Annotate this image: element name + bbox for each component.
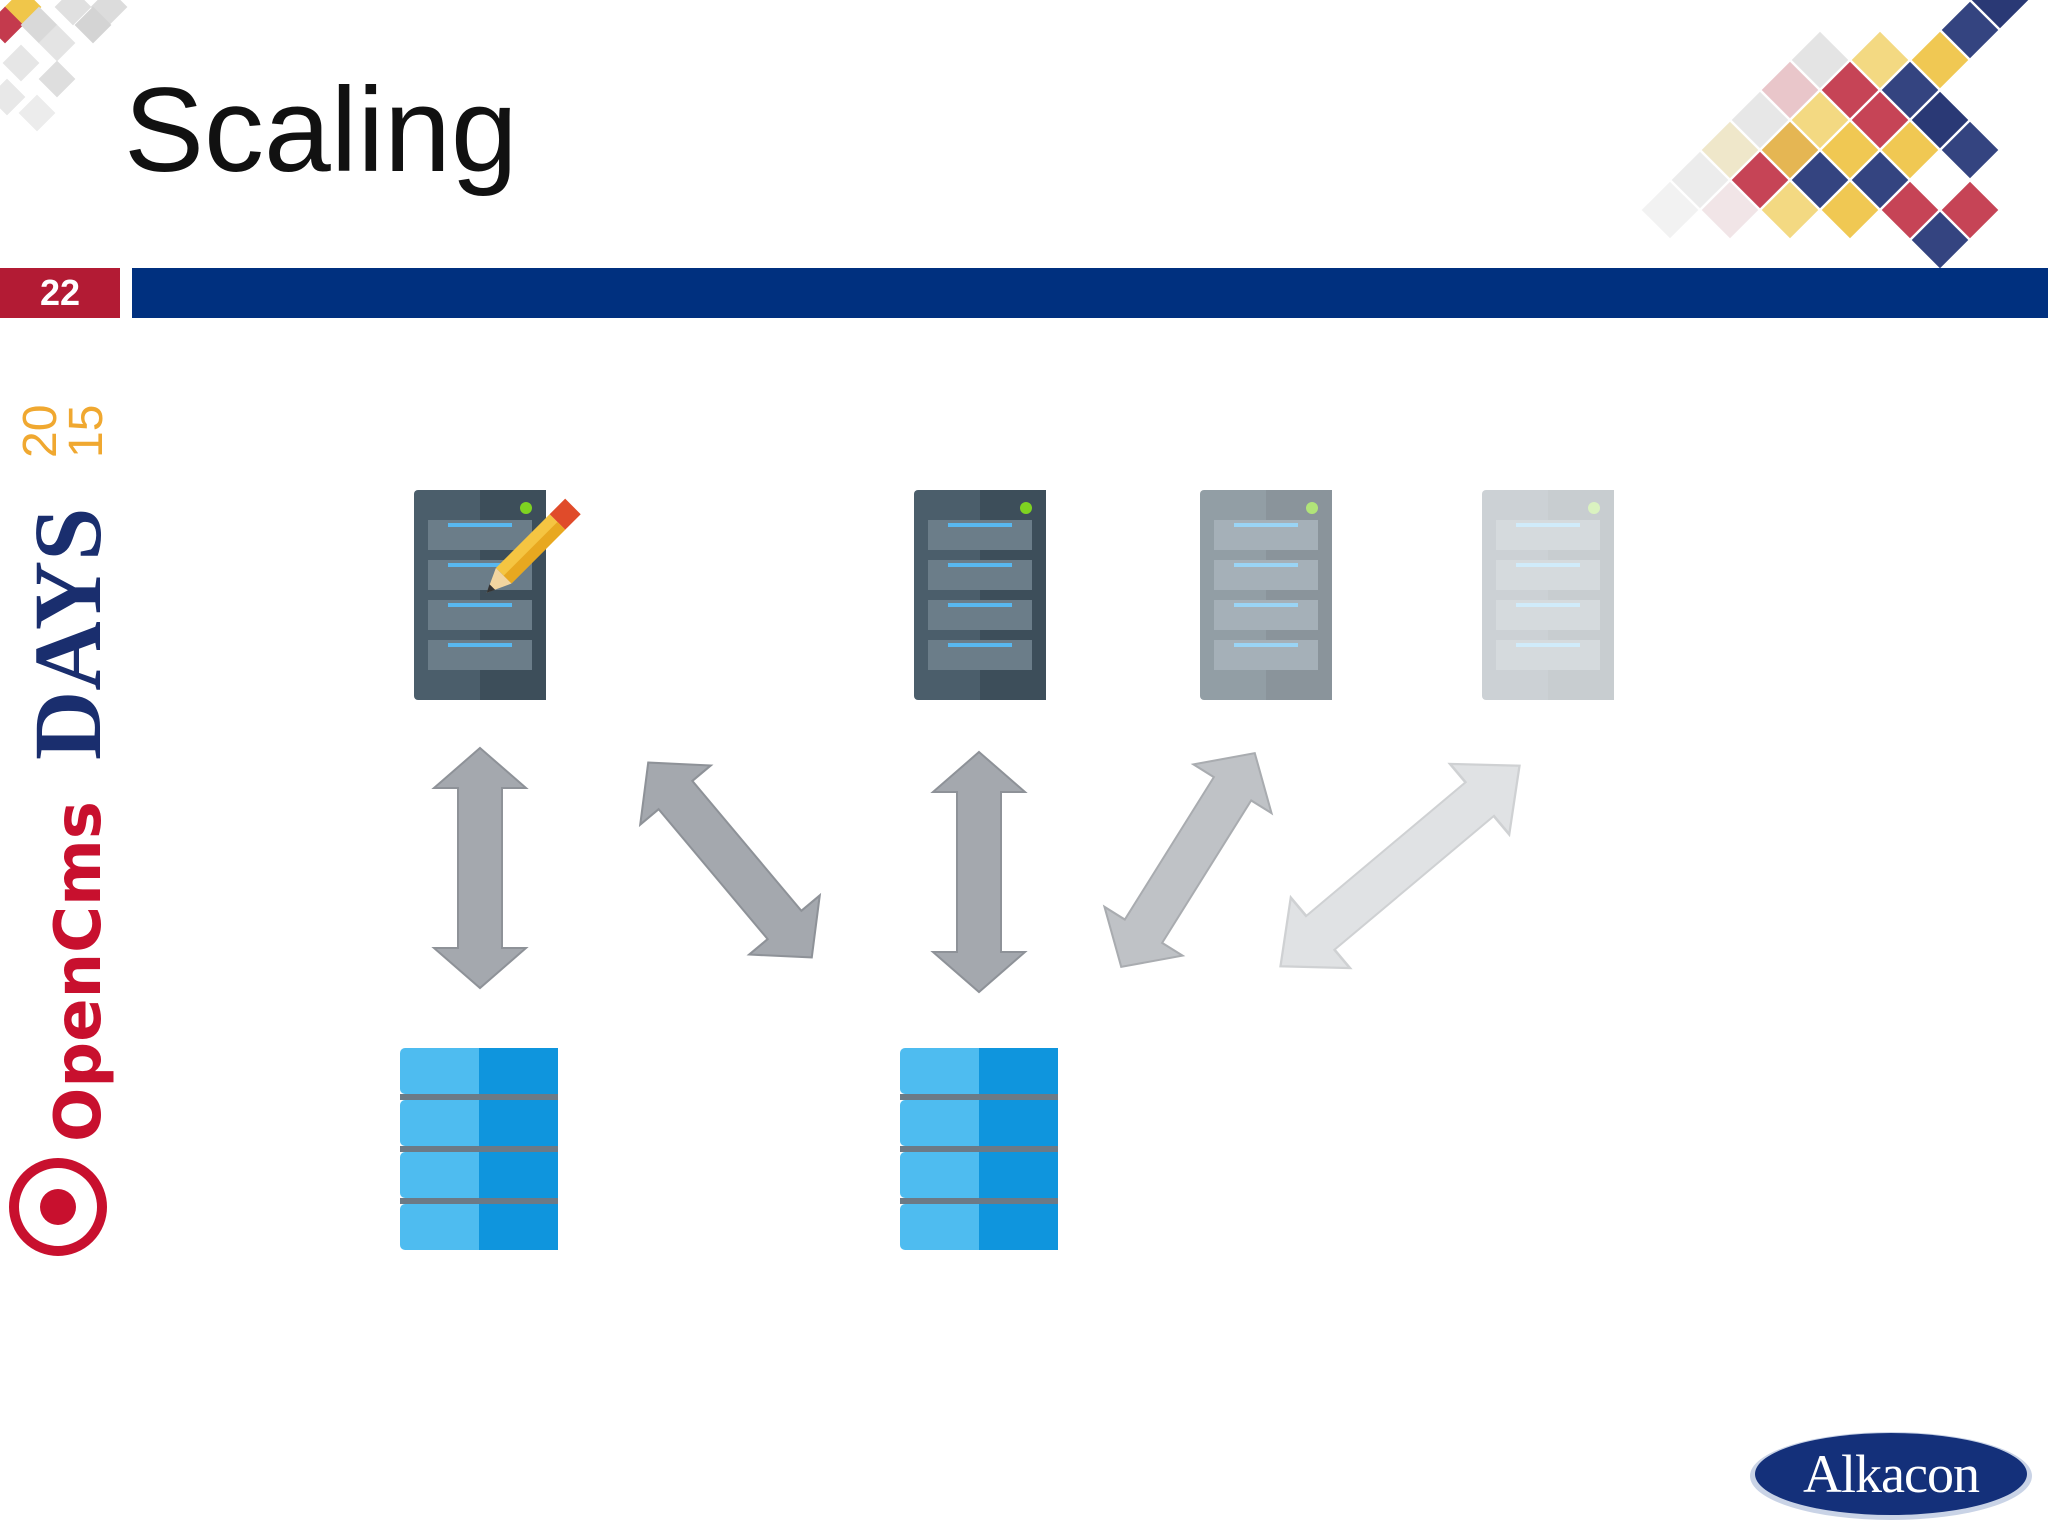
alkacon-logo-text: Alkacon [1803,1444,1980,1504]
double-arrow-icon-3 [932,751,1026,993]
double-arrow-icon-5 [1249,729,1551,1003]
server-icon-4 [1482,490,1614,700]
alkacon-logo: Alkacon [1746,1426,2036,1522]
double-arrow-icon-4 [1081,727,1295,993]
logo-ring-icon [9,1158,107,1256]
corner-mosaic-decoration [0,0,128,132]
opencms-days-logo: OpenCms DAYS 20 15 [9,405,121,1256]
server-icon-3 [1200,490,1332,700]
database-icon-2 [900,1048,1058,1250]
logo-year-top: 20 [14,405,67,458]
double-arrow-icon-1 [433,747,527,989]
alkacon-logo-ellipse [1750,1432,2032,1520]
logo-days-text: DAYS [14,507,121,760]
database-icon-1 [400,1048,558,1250]
logo-year-bottom: 15 [60,405,113,458]
slide-title: Scaling [124,63,518,197]
logo-brand-text: OpenCms [42,801,116,1142]
double-arrow-icon-2 [611,731,849,989]
page-number-badge: 22 [0,268,120,318]
master-server-icon [414,490,581,700]
header-bar [132,268,2048,318]
server-icon-2 [914,490,1046,700]
corner-mosaic-decoration-right [1641,0,2029,268]
